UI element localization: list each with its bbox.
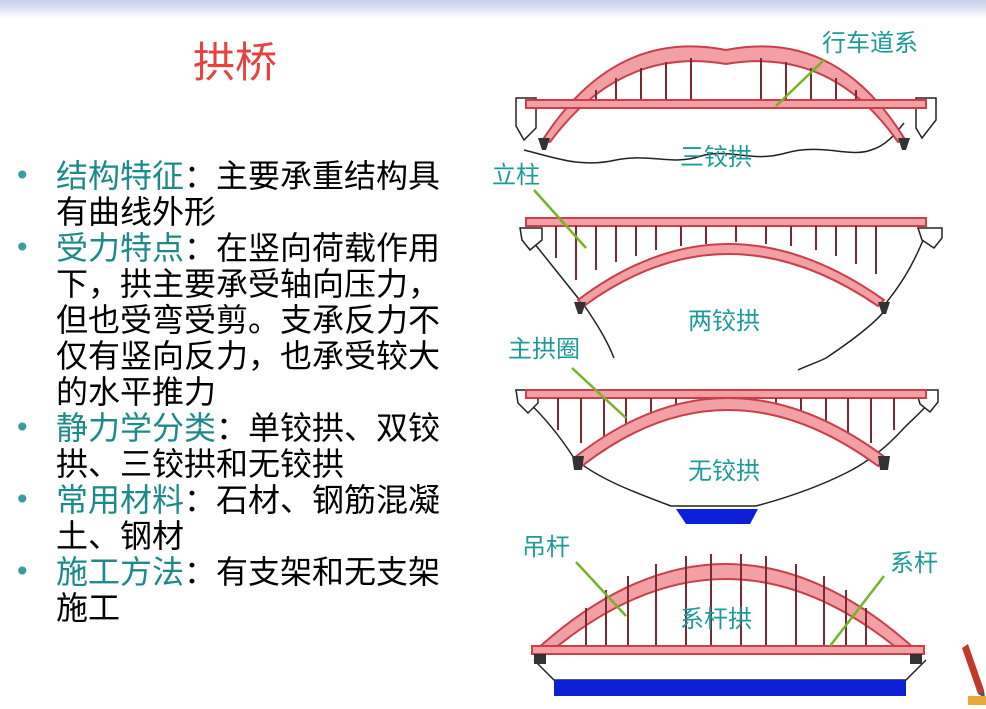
bullet-icon: • (14, 411, 31, 444)
ground-line (523, 397, 933, 507)
ground-line (525, 232, 615, 359)
water (554, 680, 906, 696)
bullet-item-construction: • 施工方法：有支架和无支架施工 (14, 554, 464, 626)
label-two-hinged: 两铰拱 (688, 307, 760, 335)
bullet-item-materials: • 常用材料：石材、钢筋混凝土、钢材 (14, 482, 464, 554)
label-tie-rod: 系杆 (890, 549, 938, 577)
abutment-left (519, 227, 543, 252)
bullet-text: 施工方法：有支架和无支架施工 (56, 554, 464, 626)
fixed-support-right (878, 456, 890, 470)
leader-lines (533, 59, 885, 647)
leader-tie-rod (829, 575, 885, 647)
bullet-separator: ： (184, 553, 217, 591)
label-deck-system: 行车道系 (822, 29, 918, 57)
hinge-left (538, 138, 550, 150)
bullet-separator: ： (184, 157, 217, 195)
ground-line (797, 307, 887, 371)
tie-beam (531, 645, 925, 655)
bullet-term: 结构特征 (56, 157, 185, 195)
label-main-arch-ring: 主拱圈 (508, 335, 580, 363)
hangers (585, 554, 867, 650)
abutment-right (916, 227, 943, 250)
label-hingeless: 无铰拱 (688, 457, 760, 485)
leader-main-arch (571, 367, 627, 419)
label-tied-arch: 系杆拱 (680, 605, 752, 633)
bullet-text: 静力学分类：单铰拱、双铰拱、三铰拱和无铰拱 (56, 410, 464, 482)
bullet-term: 静力学分类 (56, 409, 217, 447)
arch-ring (542, 45, 906, 144)
arch-bridge-diagram: 行车道系 三铰拱 立柱 两铰拱 主拱圈 无铰拱 吊杆 系杆 系杆拱 (486, 18, 966, 705)
ground-line (533, 659, 927, 681)
bullet-text: 常用材料：石材、钢筋混凝土、钢材 (56, 482, 464, 554)
fixed-support-left (572, 456, 584, 470)
bullet-separator: ： (184, 481, 217, 519)
slide-title: 拱桥 (192, 38, 277, 87)
ground-line (523, 122, 905, 164)
bullet-body: 主要承重结构具有曲线外形 (56, 157, 441, 231)
arch-ring (576, 243, 886, 308)
deck (525, 217, 927, 227)
bridge-tied-arch (531, 554, 927, 696)
bullet-term: 受力特点 (56, 229, 185, 267)
bullet-body: 有支架和无支架施工 (56, 553, 441, 627)
bullet-item-structure: • 结构特征：主要承重结构具有曲线外形 (14, 158, 464, 230)
bullet-list: • 结构特征：主要承重结构具有曲线外形 • 受力特点：在竖向荷载作用下，拱主要承… (14, 158, 464, 626)
bullet-item-force: • 受力特点：在竖向荷载作用下，拱主要承受轴向压力，但也受弯受剪。支承反力不仅有… (14, 230, 464, 410)
bullet-icon: • (14, 231, 31, 264)
pen-icon (962, 644, 986, 705)
hinge-right (898, 138, 910, 150)
label-column: 立柱 (492, 161, 540, 189)
hinge-left (574, 302, 586, 314)
leader-hanger (575, 561, 627, 617)
leader-column (533, 189, 587, 249)
bullet-body: 石材、钢筋混凝土、钢材 (56, 481, 441, 555)
ground-line (885, 232, 927, 304)
deck (525, 389, 927, 399)
water (676, 509, 758, 524)
bullet-body: 在竖向荷载作用下，拱主要承受轴向压力，但也受弯受剪。支承反力不仅有竖向反力，也承… (56, 229, 441, 411)
label-three-hinged: 三铰拱 (680, 143, 752, 171)
bullet-icon: • (14, 483, 31, 516)
bullet-separator: ： (184, 229, 217, 267)
bullet-term: 常用材料 (56, 481, 185, 519)
bullet-text: 受力特点：在竖向荷载作用下，拱主要承受轴向压力，但也受弯受剪。支承反力不仅有竖向… (56, 230, 464, 410)
bullet-separator: ： (216, 409, 249, 447)
bullet-icon: • (14, 555, 31, 588)
abutment-right (910, 654, 922, 664)
abutment-left (534, 654, 546, 664)
deck (525, 99, 927, 109)
arch-bridge-drawing (515, 45, 943, 696)
bullet-icon: • (14, 159, 31, 192)
bullet-item-statics: • 静力学分类：单铰拱、双铰拱、三铰拱和无铰拱 (14, 410, 464, 482)
bullet-body: 单铰拱、双铰拱、三铰拱和无铰拱 (56, 409, 441, 483)
leader-deck-system (775, 59, 825, 107)
slide-top-banner (0, 0, 986, 18)
bridge-hingeless (515, 389, 939, 524)
bullet-term: 施工方法 (56, 553, 185, 591)
bullet-text: 结构特征：主要承重结构具有曲线外形 (56, 158, 464, 230)
hinge-right (878, 302, 890, 314)
label-hanger: 吊杆 (522, 533, 570, 561)
bridge-two-hinged (519, 217, 943, 371)
